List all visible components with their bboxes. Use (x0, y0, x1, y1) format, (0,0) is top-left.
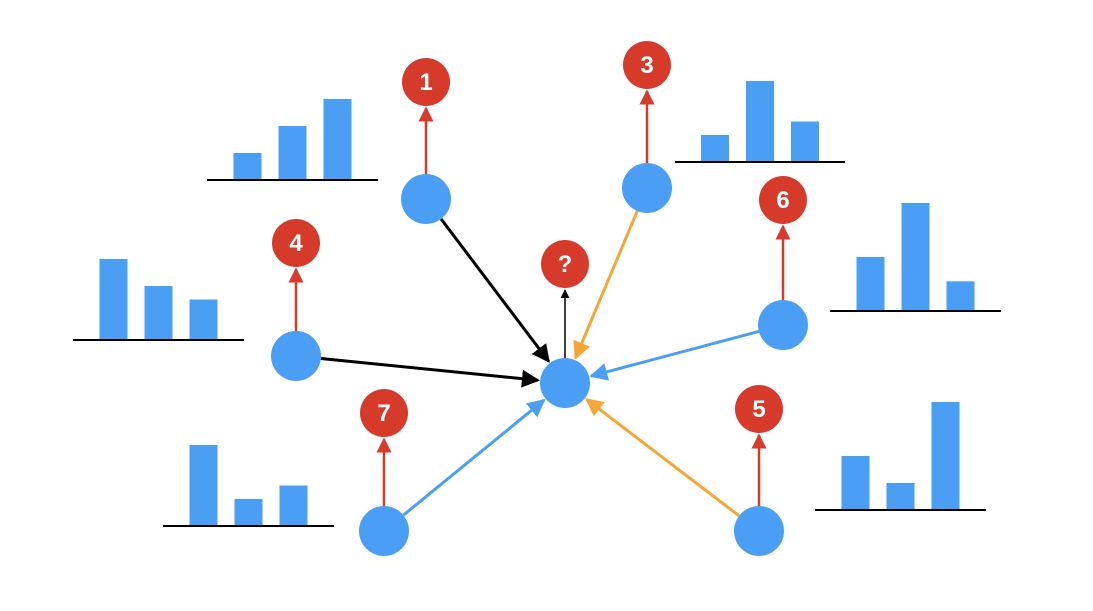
edge-3-to-center (573, 210, 639, 360)
histogram-4-bar-1 (99, 259, 128, 340)
histogram-5-bar-3 (931, 402, 960, 510)
histogram-5-bar-2 (886, 483, 915, 510)
edge-6-to-center (589, 329, 760, 381)
edge-7-to-center (402, 398, 546, 517)
node-5: 5 (734, 385, 784, 556)
node-3-circle (622, 163, 672, 213)
histogram-6-bar-3 (946, 281, 975, 311)
histogram-7 (163, 445, 334, 527)
badge-5-circle (735, 385, 783, 433)
histogram-6-bar-1 (856, 257, 885, 311)
center-node-circle (540, 358, 590, 408)
edge-5-to-center (585, 398, 741, 518)
node-6-circle (758, 300, 808, 350)
histogram-7-bar-1 (189, 445, 218, 526)
node-1-circle (401, 174, 451, 224)
node-1: 1 (401, 58, 451, 224)
histogram-3-bar-2 (746, 81, 774, 162)
badge-unknown-circle (541, 240, 589, 288)
node-7-circle (359, 506, 409, 556)
histograms-layer (73, 81, 1001, 527)
center-node: ? (540, 240, 590, 408)
histogram-6 (830, 203, 1001, 312)
badge-5-label: 5 (752, 396, 765, 423)
histogram-5 (815, 402, 986, 511)
histogram-7-bar-2 (234, 499, 263, 526)
node-6: 6 (758, 176, 808, 350)
histogram-4-bar-3 (189, 299, 218, 340)
badge-3-circle (623, 41, 671, 89)
badge-1-circle (402, 58, 450, 106)
badge-3-label: 3 (640, 52, 653, 79)
edges-layer (320, 210, 760, 518)
node-3: 3 (622, 41, 672, 213)
badge-7-circle (360, 389, 408, 437)
histogram-1-bar-2 (278, 126, 307, 180)
histogram-1-bar-1 (233, 153, 262, 180)
histogram-5-bar-1 (841, 456, 870, 510)
node-4-circle (271, 331, 321, 381)
node-5-circle (734, 506, 784, 556)
edge-4-to-center (320, 357, 540, 388)
histogram-4 (73, 259, 244, 341)
histogram-3-bar-1 (701, 135, 729, 162)
node-7: 7 (359, 389, 409, 556)
histogram-3-bar-3 (791, 121, 819, 162)
node-4: 4 (271, 219, 321, 381)
histogram-4-bar-2 (144, 286, 173, 340)
histogram-1 (207, 99, 378, 181)
badge-4-label: 4 (289, 230, 303, 257)
badge-6-circle (759, 176, 807, 224)
histogram-6-bar-2 (901, 203, 930, 311)
histogram-3 (675, 81, 845, 163)
badge-7-label: 7 (377, 400, 390, 427)
badge-4-circle (272, 219, 320, 267)
histogram-1-bar-3 (323, 99, 352, 180)
nodes-layer: 1 3 4 6 7 5? (271, 41, 808, 556)
histogram-7-bar-3 (279, 485, 308, 526)
badge-6-label: 6 (776, 187, 789, 214)
badge-1-label: 1 (419, 69, 432, 96)
edge-1-to-center (439, 218, 550, 363)
badge-unknown-label: ? (558, 251, 573, 278)
